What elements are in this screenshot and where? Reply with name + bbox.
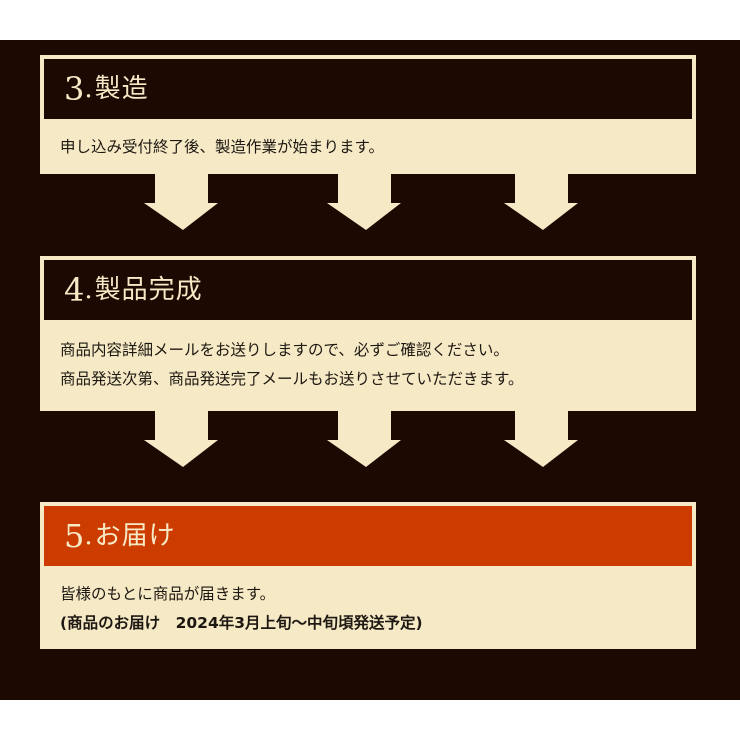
step-card-manufacturing: 3 . 製造 申し込み受付終了後、製造作業が始まります。	[40, 55, 696, 174]
step-dot: .	[84, 521, 93, 551]
description-line: 商品発送次第、商品発送完了メールもお送りさせていただきます。	[60, 370, 524, 388]
down-arrow-icon	[327, 411, 401, 467]
down-arrow-icon	[504, 411, 578, 467]
step-title: お届け	[94, 521, 176, 551]
step-header: 4 . 製品完成	[44, 260, 692, 320]
step-number: 4	[64, 271, 85, 309]
step-header: 5 . お届け	[44, 506, 692, 566]
down-arrow-icon	[327, 174, 401, 230]
step-dot: .	[84, 74, 93, 104]
step-title: 製造	[94, 74, 149, 104]
step-description: 申し込み受付終了後、製造作業が始まります。	[60, 133, 676, 162]
delivery-schedule-note: (商品のお届け 2024年3月上旬～中旬頃発送予定)	[60, 614, 423, 632]
down-arrow-icon	[144, 411, 218, 467]
step-number: 3	[64, 70, 85, 108]
description-line: 皆様のもとに商品が届きます。	[60, 585, 276, 603]
step-number: 5	[64, 517, 85, 555]
down-arrow-icon	[504, 174, 578, 230]
step-description: 皆様のもとに商品が届きます。 (商品のお届け 2024年3月上旬～中旬頃発送予定…	[60, 580, 676, 638]
step-card-product-complete: 4 . 製品完成 商品内容詳細メールをお送りしますので、必ずご確認ください。 商…	[40, 256, 696, 411]
step-dot: .	[84, 275, 93, 305]
step-description: 商品内容詳細メールをお送りしますので、必ずご確認ください。 商品発送次第、商品発…	[60, 336, 676, 394]
step-card-delivery: 5 . お届け 皆様のもとに商品が届きます。 (商品のお届け 2024年3月上旬…	[40, 502, 696, 649]
step-header: 3 . 製造	[44, 59, 692, 119]
down-arrow-icon	[144, 174, 218, 230]
description-line: 申し込み受付終了後、製造作業が始まります。	[60, 138, 384, 156]
step-title: 製品完成	[94, 275, 203, 305]
description-line: 商品内容詳細メールをお送りしますので、必ずご確認ください。	[60, 341, 509, 359]
